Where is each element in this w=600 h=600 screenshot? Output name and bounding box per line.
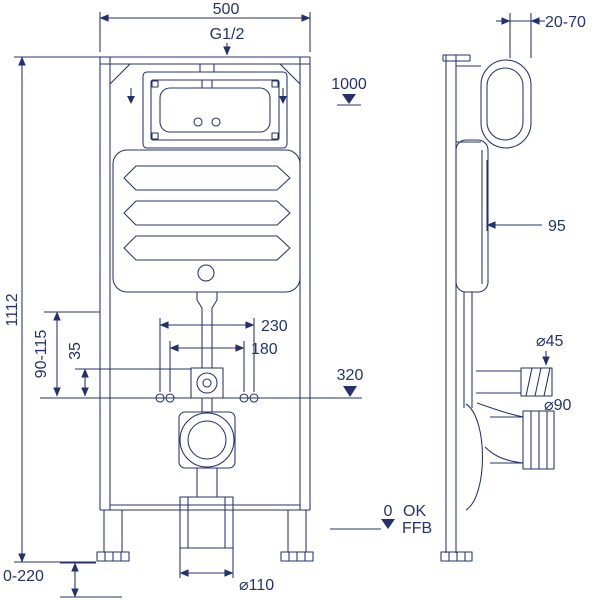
side-cistern bbox=[455, 139, 489, 293]
cistern-ribs bbox=[123, 165, 291, 261]
fixing-span-inner-label: 180 bbox=[251, 341, 278, 358]
flush-pipe bbox=[196, 292, 218, 368]
outlet-bend-arcs bbox=[476, 402, 524, 464]
cistern-outline bbox=[112, 149, 301, 293]
dim-overall-width-label: 500 bbox=[213, 1, 240, 18]
outlet-connectors bbox=[196, 398, 218, 497]
inlet-fitting bbox=[199, 63, 215, 73]
fixing-span-outer-label: 230 bbox=[261, 318, 288, 335]
panel-hole-right bbox=[211, 117, 221, 127]
datum-320-triangle-icon bbox=[343, 386, 357, 397]
foot-columns bbox=[103, 510, 307, 552]
floor-zero-label: 0 bbox=[384, 503, 393, 520]
side-bowl-bracket bbox=[465, 403, 484, 511]
datum-320-label: 320 bbox=[337, 367, 364, 384]
clamp-stems bbox=[130, 88, 284, 96]
supply-thread-hatch bbox=[525, 367, 551, 397]
drawing-labels: 500 G1/2 1112 1000 230 180 90-115 35 320… bbox=[3, 1, 586, 594]
supply-thread bbox=[520, 367, 553, 397]
frame-gussets bbox=[109, 63, 301, 85]
clamp-triangle-left-icon bbox=[127, 96, 135, 104]
side-foot-ticks bbox=[448, 552, 466, 561]
dim-1112-ext bbox=[14, 56, 100, 563]
drawing-lines bbox=[14, 12, 555, 598]
dim-180-ext bbox=[169, 341, 245, 392]
access-box-outer bbox=[142, 71, 288, 149]
fixing-bolt-outer-left bbox=[155, 393, 165, 403]
cistern-drain-cap bbox=[197, 264, 215, 282]
fixing-bolt-inner-left bbox=[165, 393, 175, 403]
foot-plate-ticks bbox=[104, 552, 306, 561]
fixing-bolt-outer-right bbox=[249, 393, 259, 403]
base-box-walls bbox=[187, 497, 226, 548]
base-box bbox=[179, 496, 234, 549]
outlet-flange-rings bbox=[530, 411, 548, 469]
side-view bbox=[440, 54, 555, 562]
access-box-panel bbox=[159, 87, 271, 133]
datum-markers bbox=[127, 94, 395, 529]
drain-diameter-label: ⌀110 bbox=[239, 577, 274, 594]
overall-height-label: 1112 bbox=[4, 293, 21, 326]
inlet-box-hole bbox=[202, 378, 212, 388]
panel-hole-left bbox=[193, 117, 203, 127]
frame-depth-label: 95 bbox=[548, 218, 566, 235]
outlet-housing bbox=[178, 411, 236, 469]
supply-diameter-label: ⌀45 bbox=[536, 333, 564, 350]
side-flush-pipe bbox=[463, 292, 473, 408]
actuator-housing-inner bbox=[486, 67, 524, 141]
datum-1000-triangle-icon bbox=[342, 94, 356, 104]
outlet-diameter-label: ⌀90 bbox=[544, 397, 572, 414]
clamp-triangle-right-icon bbox=[279, 96, 287, 104]
dim-20-70-ext bbox=[509, 13, 532, 58]
inlet-offset-label: 35 bbox=[67, 342, 84, 360]
outlet-ring-inner bbox=[187, 420, 227, 460]
dim-230-ext bbox=[159, 318, 255, 392]
supply-pipe bbox=[476, 370, 521, 394]
dim-0-220-ext bbox=[60, 562, 122, 598]
actuator-housing-outer bbox=[480, 59, 532, 149]
front-view bbox=[40, 56, 362, 562]
outlet-ring-outer bbox=[179, 412, 235, 468]
outlet-pipe-side bbox=[490, 416, 523, 464]
access-box-clips bbox=[151, 79, 279, 140]
datum-1000-label: 1000 bbox=[331, 76, 367, 93]
access-box-inner bbox=[150, 79, 280, 141]
outlet-height-range-label: 90-115 bbox=[33, 330, 50, 379]
foot-range-label: 0-220 bbox=[3, 568, 44, 585]
thread-size-label: G1/2 bbox=[210, 26, 245, 43]
floor-ok-label: OK bbox=[403, 503, 426, 520]
side-rail bbox=[442, 54, 471, 553]
floor-ffb-label: FFB bbox=[402, 520, 432, 537]
inlet-box-ring bbox=[196, 372, 218, 394]
dimension-lines bbox=[14, 12, 550, 598]
plate-depth-label: 20-70 bbox=[545, 14, 586, 31]
fixing-bolt-inner-right bbox=[239, 393, 249, 403]
datum-ffb-triangle-icon bbox=[381, 519, 395, 529]
actuator-connectors bbox=[456, 65, 481, 143]
